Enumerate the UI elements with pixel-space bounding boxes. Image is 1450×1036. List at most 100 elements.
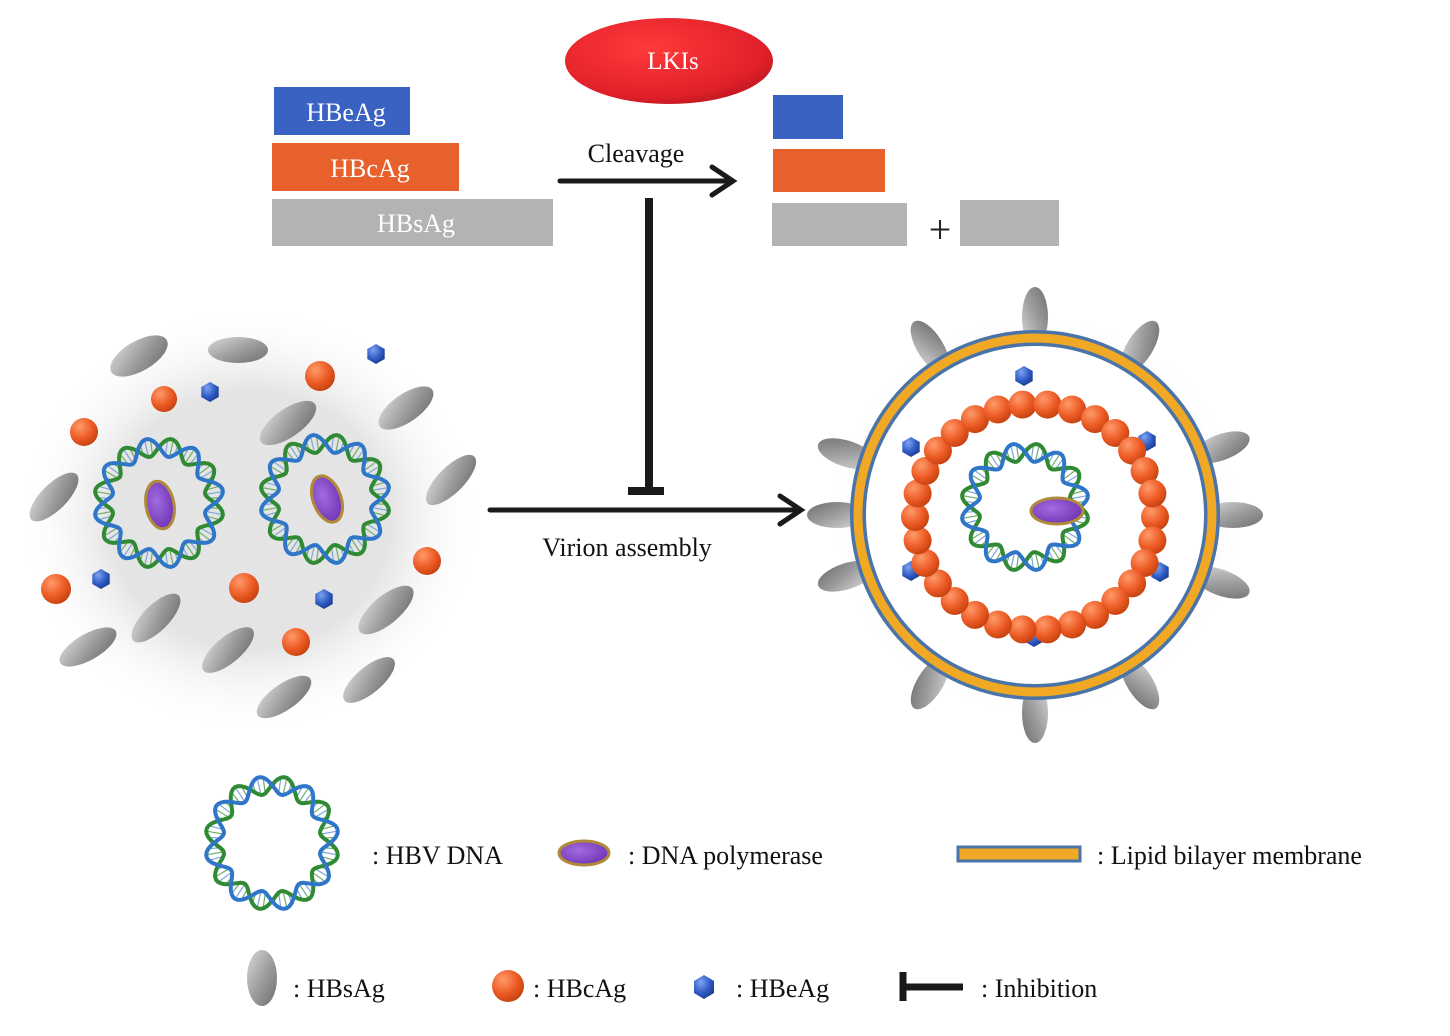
bar-hbcag-label: HBcAg <box>330 154 409 183</box>
dna-base-pair <box>363 460 378 472</box>
polymerase-particle <box>309 474 345 524</box>
dna-base-pair <box>1062 469 1077 481</box>
hbcag-particle <box>1138 526 1167 555</box>
hbcag-particle <box>282 628 310 656</box>
hbcag-particle <box>940 587 969 615</box>
dna-base-pair <box>371 486 389 492</box>
dna-base-pair <box>310 435 316 454</box>
hbcag-particle <box>923 436 952 465</box>
dna-base-pair <box>184 448 196 465</box>
dna-strand-blue <box>960 442 1090 572</box>
inhibition-marker <box>628 198 664 495</box>
hbsag-particle <box>425 454 477 506</box>
dna-ring-icon <box>204 775 340 911</box>
hbcag-particle <box>41 574 71 604</box>
hbcag-particle <box>1008 390 1037 419</box>
hbcag-particle <box>903 526 932 555</box>
dna-base-pair <box>371 506 389 512</box>
plus-sign: + <box>929 207 952 252</box>
hbcag-particle <box>983 395 1012 424</box>
dna-base-pair <box>962 514 980 520</box>
dna-base-pair <box>350 444 362 461</box>
dna-base-pair <box>217 871 233 883</box>
hbsag-particle <box>256 675 312 719</box>
hbcag-particle <box>901 503 929 531</box>
hbsag-particle <box>259 400 317 446</box>
hbcag-particle <box>1130 549 1159 577</box>
dna-base-pair <box>206 830 224 835</box>
dna-base-pair <box>282 890 288 909</box>
dna-base-pair <box>1034 551 1040 570</box>
dna-base-pair <box>197 464 212 476</box>
hbcag-particle <box>1008 615 1037 644</box>
dna-base-pair <box>365 465 381 476</box>
dna-base-pair <box>168 439 174 458</box>
dna-base-pair <box>989 545 1001 561</box>
bar-hbsag <box>272 199 553 246</box>
inhibition-icon <box>899 972 963 1001</box>
lki-ellipse <box>565 18 773 104</box>
legend-hbeag: : HBeAg <box>736 974 829 1003</box>
hbcag-particle <box>1138 479 1167 508</box>
dna-base-pair <box>320 830 338 835</box>
legend-hbsag: : HBsAg <box>293 974 385 1003</box>
dna-ring-icon <box>259 433 391 565</box>
dna-base-pair <box>363 526 378 538</box>
dna-base-pair <box>278 892 282 909</box>
hbcag-particle <box>229 573 259 603</box>
dna-base-pair <box>214 808 230 819</box>
fragment-hbcag <box>773 149 885 192</box>
hbeag-particle <box>201 382 219 402</box>
dna-base-pair <box>95 510 113 516</box>
bar-hbeag-label: HBeAg <box>306 98 385 127</box>
dna-base-pair <box>1064 530 1080 540</box>
hbeag-particle <box>92 569 110 589</box>
dna-strand-blue <box>204 775 340 911</box>
dna-base-pair <box>199 526 215 537</box>
cleavage-label: Cleavage <box>588 139 685 168</box>
hbcag-particle <box>911 457 940 485</box>
dna-base-pair <box>298 786 310 803</box>
hbeag-particle <box>1015 366 1033 386</box>
dna-base-pair <box>970 474 986 484</box>
hbcag-particle <box>940 419 969 447</box>
hbcag-particle <box>983 610 1012 639</box>
dna-base-pair <box>206 851 224 856</box>
fragment-hbsag-b <box>960 200 1059 246</box>
polymerase-icon <box>557 839 611 867</box>
hbsag-particle <box>378 386 434 430</box>
dna-base-pair <box>314 867 330 878</box>
dna-base-pair <box>261 486 279 492</box>
legend-hbcag: : HBcAg <box>533 974 626 1003</box>
legend-lipid-membrane: : Lipid bilayer membrane <box>1097 841 1362 870</box>
hbsag-particle <box>29 472 79 522</box>
hbcag-particle <box>1101 419 1130 447</box>
dna-base-pair <box>197 530 212 542</box>
hbeag-particle <box>315 589 333 609</box>
dna-base-pair <box>989 453 1001 469</box>
dna-base-pair <box>1010 551 1016 570</box>
polymerase-particle <box>1029 496 1085 526</box>
intact-antigen-bars: HBeAg HBcAg HBsAg <box>272 87 553 246</box>
dna-base-pair <box>278 777 282 794</box>
dna-base-pair <box>103 526 119 537</box>
dna-base-pair <box>214 867 230 878</box>
hbcag-particle <box>903 479 932 508</box>
hbcag-particle <box>1118 569 1147 598</box>
bar-hbcag <box>272 143 459 191</box>
dna-base-pair <box>106 464 121 476</box>
dna-base-pair <box>314 808 330 819</box>
cleavage-arrow <box>557 164 738 198</box>
dna-base-pair <box>1034 444 1040 463</box>
dna-base-pair <box>262 777 266 794</box>
dna-base-pair <box>1010 444 1016 463</box>
dna-strand-green <box>204 775 340 911</box>
dna-base-pair <box>256 777 262 796</box>
hbcag-particle <box>1118 436 1147 465</box>
hbcag-particle <box>1130 457 1159 485</box>
assembled-virion <box>807 287 1263 743</box>
dna-base-pair <box>144 548 150 567</box>
dna-base-pair <box>269 522 285 533</box>
hbcag-particle-icon <box>492 970 524 1002</box>
assembly-arrow <box>487 493 806 527</box>
